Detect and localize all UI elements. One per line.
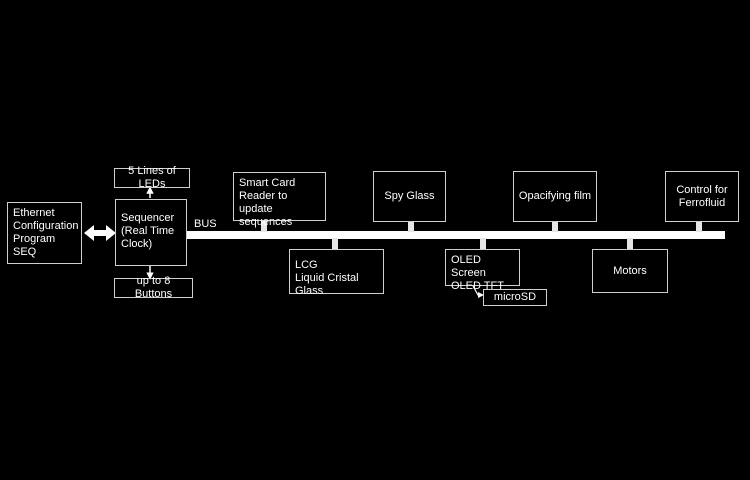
buttons-box: up to 8 Buttons [114,275,193,300]
ethernet-box: Ethernet Configuration Program SEQ [7,202,82,264]
bus-label: BUS [194,218,217,230]
bus-bar [187,231,725,239]
spy-glass-box: Spy Glass [373,171,446,222]
smart-card-box: Smart Card Reader to update sequences [233,172,326,228]
bus-taps [261,221,702,249]
ethernet-sequencer-arrow [84,225,116,241]
lcg-box: LCG Liquid Cristal Glass [289,249,384,297]
opacifying-film-box: Opacifying film [513,171,597,222]
oled-microsd-arrow [472,285,484,298]
sequencer-box: Sequencer (Real Time Clock) [115,199,187,266]
ferrofluid-box: Control for Ferrofluid [665,171,739,222]
leds-box: 5 Lines of LEDs [114,165,190,190]
oled-box: OLED Screen OLED TFT [445,249,520,292]
microsd-box: microSD [483,289,547,306]
motors-box: Motors [592,249,668,293]
